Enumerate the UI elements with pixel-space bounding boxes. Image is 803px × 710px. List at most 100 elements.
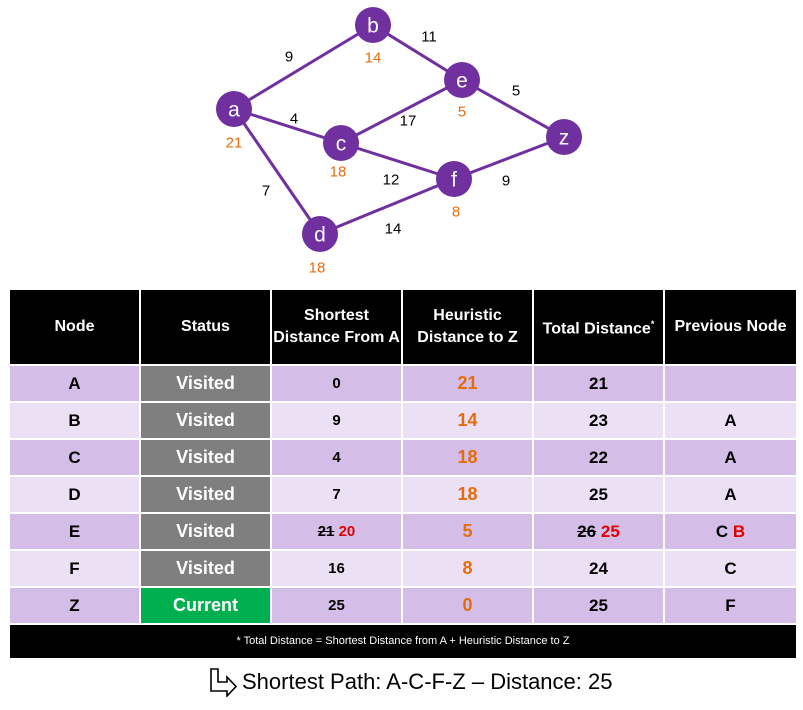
edge-weight-a-b: 9 xyxy=(285,49,293,66)
table-header-row: Node Status Shortest Distance From A Heu… xyxy=(10,290,796,365)
cell-heuristic: 18 xyxy=(402,475,534,513)
cell-total: 25 xyxy=(533,586,665,623)
header-heuristic-distance: Heuristic Distance to Z xyxy=(402,290,534,365)
node-heuristic-f: 8 xyxy=(452,204,460,221)
cell-previous: A xyxy=(664,438,796,476)
header-status: Status xyxy=(140,290,272,365)
node-e xyxy=(444,62,480,98)
node-label-z: z xyxy=(559,127,570,150)
node-label-c: c xyxy=(336,133,347,156)
header-shortest-distance: Shortest Distance From A xyxy=(271,290,403,365)
edge-weight-f-z: 9 xyxy=(502,173,510,190)
table-row: D Visited 7 18 25 A xyxy=(10,475,796,513)
cell-status: Current xyxy=(140,586,272,623)
cell-status: Visited xyxy=(140,401,272,439)
table-row: B Visited 9 14 23 A xyxy=(10,401,796,439)
edge-a-b xyxy=(233,23,374,111)
edge-weight-c-e: 17 xyxy=(400,113,417,130)
edge-f-z xyxy=(453,135,565,181)
edge-d-f xyxy=(319,177,455,236)
edge-weight-d-f: 14 xyxy=(385,221,402,238)
cell-node: F xyxy=(10,549,141,587)
cell-total: 21 xyxy=(533,364,665,402)
table-row: C Visited 4 18 22 A xyxy=(10,438,796,476)
shortest-path-text: Shortest Path: A-C-F-Z – Distance: 25 xyxy=(242,669,613,694)
table-row: E Visited 21 20 5 26 25 C B xyxy=(10,512,796,550)
total-new-value: 25 xyxy=(600,521,620,541)
node-heuristic-a: 21 xyxy=(226,135,243,152)
table-footnote: * Total Distance = Shortest Distance fro… xyxy=(10,623,796,658)
cell-total: 22 xyxy=(533,438,665,476)
node-label-e: e xyxy=(456,70,468,93)
cell-heuristic: 5 xyxy=(402,512,534,550)
cell-heuristic: 14 xyxy=(402,401,534,439)
turn-right-arrow-icon xyxy=(210,668,238,697)
cell-heuristic: 21 xyxy=(402,364,534,402)
edge-c-e xyxy=(340,78,463,145)
cell-status: Visited xyxy=(140,549,272,587)
node-label-b: b xyxy=(367,15,379,38)
cell-shortest: 4 xyxy=(271,438,403,476)
previous-old-value: C xyxy=(715,521,729,541)
node-a xyxy=(216,91,252,127)
shortest-path-result: Shortest Path: A-C-F-Z – Distance: 25 xyxy=(208,664,612,700)
node-c xyxy=(323,125,359,161)
node-label-f: f xyxy=(451,169,457,192)
cell-heuristic: 18 xyxy=(402,438,534,476)
edge-weight-a-d: 7 xyxy=(262,183,270,200)
edge-weight-a-c: 4 xyxy=(290,111,298,128)
cell-heuristic: 8 xyxy=(402,549,534,587)
cell-node: B xyxy=(10,401,141,439)
cell-previous: A xyxy=(664,475,796,513)
cell-shortest: 16 xyxy=(271,549,403,587)
cell-node: D xyxy=(10,475,141,513)
edge-weight-b-e: 11 xyxy=(421,29,437,46)
header-total-label: Total Distance xyxy=(542,320,651,338)
distance-table-container: Node Status Shortest Distance From A Heu… xyxy=(10,290,796,658)
cell-heuristic: 0 xyxy=(402,586,534,623)
table-row: A Visited 0 21 21 xyxy=(10,364,796,402)
node-label-d: d xyxy=(314,224,326,247)
cell-previous xyxy=(664,364,796,402)
cell-status: Visited xyxy=(140,512,272,550)
edge-a-c xyxy=(233,107,342,145)
cell-shortest: 0 xyxy=(271,364,403,402)
node-heuristic-d: 18 xyxy=(309,260,326,277)
edge-weight-c-f: 12 xyxy=(383,172,400,189)
node-heuristic-c: 18 xyxy=(330,164,347,181)
shortest-old-value: 21 xyxy=(317,523,335,540)
edge-a-d xyxy=(232,108,322,235)
node-label-a: a xyxy=(228,99,240,122)
cell-total: 24 xyxy=(533,549,665,587)
node-b xyxy=(355,7,391,43)
edge-c-f xyxy=(340,141,455,181)
cell-status: Visited xyxy=(140,475,272,513)
cell-node: A xyxy=(10,364,141,402)
node-heuristic-b: 14 xyxy=(365,50,382,67)
table-row: F Visited 16 8 24 C xyxy=(10,549,796,587)
previous-new-value: B xyxy=(732,521,746,541)
shortest-new-value: 20 xyxy=(338,523,356,540)
header-previous-node: Previous Node xyxy=(664,290,796,365)
cell-status: Visited xyxy=(140,364,272,402)
cell-shortest: 25 xyxy=(271,586,403,623)
cell-previous: C xyxy=(664,549,796,587)
cell-shortest: 9 xyxy=(271,401,403,439)
cell-shortest: 21 20 xyxy=(271,512,403,550)
node-f xyxy=(436,161,472,197)
table-row: Z Current 25 0 25 F xyxy=(10,586,796,623)
cell-node: E xyxy=(10,512,141,550)
header-total-distance: Total Distance* xyxy=(533,290,665,365)
header-total-footnote-mark: * xyxy=(650,319,655,330)
cell-total: 26 25 xyxy=(533,512,665,550)
total-old-value: 26 xyxy=(577,521,597,541)
cell-node: C xyxy=(10,438,141,476)
cell-previous: C B xyxy=(664,512,796,550)
distance-table: Node Status Shortest Distance From A Heu… xyxy=(10,290,796,623)
cell-previous: F xyxy=(664,586,796,623)
edge-e-z xyxy=(461,78,565,139)
cell-total: 23 xyxy=(533,401,665,439)
cell-node: Z xyxy=(10,586,141,623)
cell-total: 25 xyxy=(533,475,665,513)
